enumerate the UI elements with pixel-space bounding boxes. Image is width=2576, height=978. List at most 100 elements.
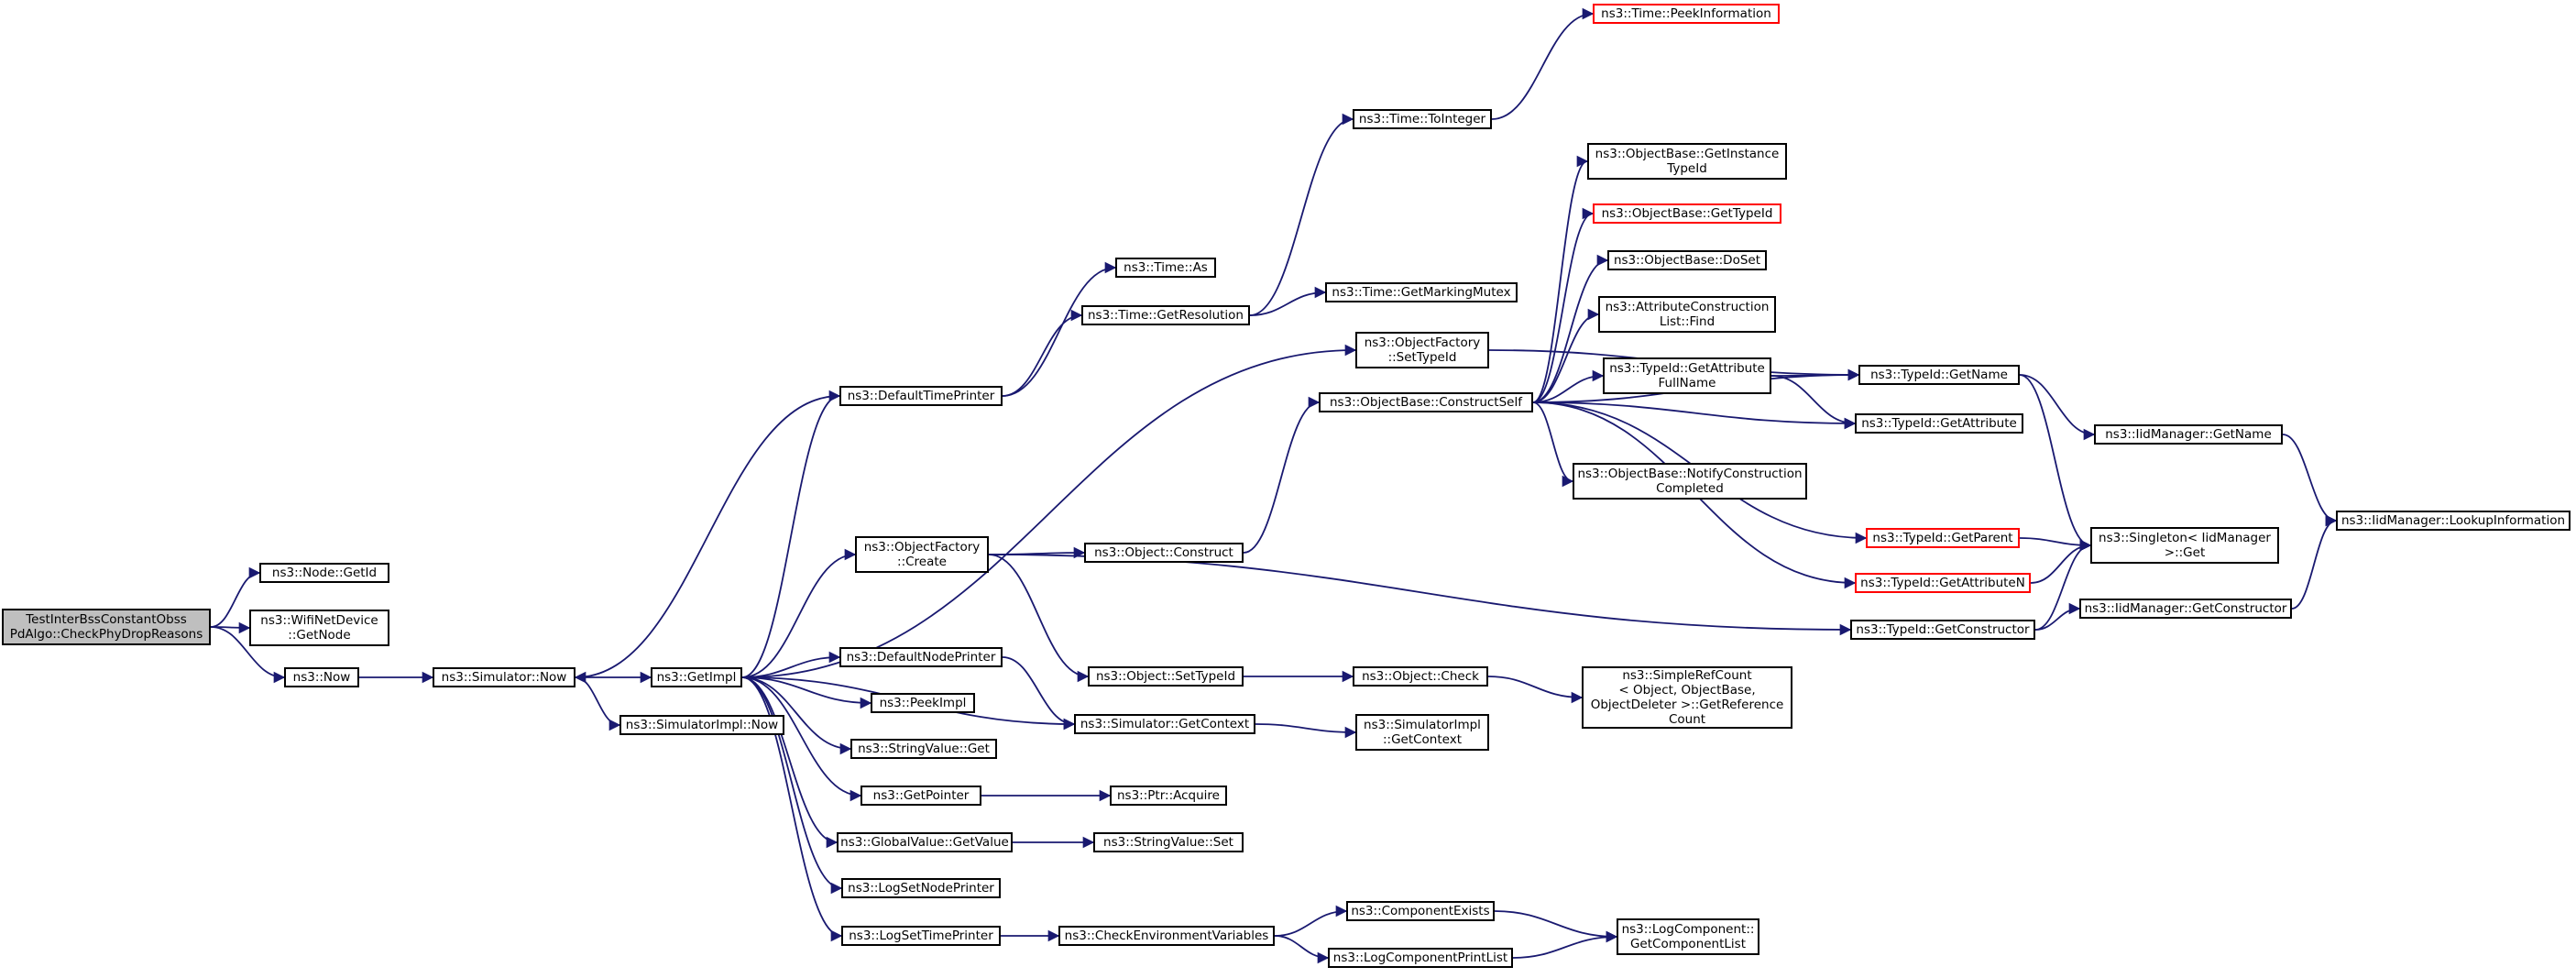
graph-node-ob-get-type-id[interactable]: ns3::ObjectBase::GetTypeId <box>1593 203 1781 224</box>
graph-edge <box>1274 905 1348 937</box>
graph-node-log-set-time-printer[interactable]: ns3::LogSetTimePrinter <box>841 926 1001 946</box>
graph-node-label-line: ns3::IidManager::GetConstructor <box>2084 601 2287 616</box>
graph-node-label-line: ns3::LogSetNodePrinter <box>848 881 994 896</box>
graph-edge <box>1532 401 1574 488</box>
graph-node-label-line: ns3::DefaultTimePrinter <box>847 389 995 403</box>
graph-node-obj-set-type-id[interactable]: ns3::Object::SetTypeId <box>1088 666 1244 687</box>
graph-node-get-pointer[interactable]: ns3::GetPointer <box>860 786 981 806</box>
graph-edge <box>741 344 1357 678</box>
graph-node-label-line: ns3::ObjectBase::NotifyConstruction <box>1577 467 1803 481</box>
graph-edge <box>2019 374 2092 552</box>
graph-edge <box>2034 602 2081 631</box>
graph-node-label-line: ns3::Node::GetId <box>271 566 378 580</box>
graph-edge <box>741 676 839 849</box>
graph-node-label-line: ns3::Time::As <box>1124 260 1208 275</box>
graph-node-node-get-id[interactable]: ns3::Node::GetId <box>259 563 389 583</box>
graph-node-label-line: ::GetContext <box>1382 732 1463 747</box>
graph-node-def-time-printer[interactable]: ns3::DefaultTimePrinter <box>839 386 1003 406</box>
graph-node-get-impl[interactable]: ns3::GetImpl <box>651 667 742 687</box>
graph-node-peek-info[interactable]: ns3::Time::PeekInformation <box>1593 4 1780 24</box>
graph-node-time-as[interactable]: ns3::Time::As <box>1115 258 1216 278</box>
graph-edge <box>2030 539 2092 584</box>
graph-node-label-line: ns3::ObjectBase::GetTypeId <box>1601 206 1773 221</box>
graph-edge <box>1002 656 1076 731</box>
graph-node-log-set-node-printer[interactable]: ns3::LogSetNodePrinter <box>841 878 1001 898</box>
graph-node-label-line: ns3::LogSetTimePrinter <box>849 929 993 943</box>
graph-node-tid-get-attribute[interactable]: ns3::TypeId::GetAttribute <box>1855 413 2023 434</box>
graph-edge <box>1532 401 1857 430</box>
graph-node-label-line: ns3::WifiNetDevice <box>260 613 378 628</box>
graph-node-label-line: ns3::DefaultNodePrinter <box>846 650 996 665</box>
graph-node-label-line: TestInterBssConstantObss <box>26 612 187 627</box>
graph-node-lookup-info[interactable]: ns3::IidManager::LookupInformation <box>2336 511 2571 531</box>
graph-node-to-integer[interactable]: ns3::Time::ToInteger <box>1353 109 1492 129</box>
graph-node-label-line: ::Create <box>897 555 947 569</box>
graph-node-label-line: ns3::LogComponent:: <box>1621 922 1755 937</box>
graph-node-wifi-get-node[interactable]: ns3::WifiNetDevice::GetNode <box>249 610 389 646</box>
graph-node-label-line: ns3::CheckEnvironmentVariables <box>1064 929 1269 943</box>
graph-node-iid-get-name[interactable]: ns3::IidManager::GetName <box>2094 424 2283 445</box>
graph-node-label-line: List::Find <box>1659 314 1716 329</box>
graph-node-sim-get-context[interactable]: ns3::Simulator::GetContext <box>1074 714 1255 734</box>
graph-node-label-line: FullName <box>1658 376 1716 390</box>
graph-node-label-line: ns3::Singleton< IidManager <box>2099 531 2271 545</box>
graph-node-label-line: Count <box>1668 712 1706 727</box>
graph-node-log-comp-print-list[interactable]: ns3::LogComponentPrintList <box>1328 948 1513 968</box>
graph-node-of-set-type-id[interactable]: ns3::ObjectFactory::SetTypeId <box>1355 332 1489 368</box>
graph-node-label-line: ObjectDeleter >::GetReference <box>1590 698 1784 712</box>
graph-node-tid-get-parent[interactable]: ns3::TypeId::GetParent <box>1866 528 2020 548</box>
graph-node-get-resolution[interactable]: ns3::Time::GetResolution <box>1081 305 1250 325</box>
graph-edge <box>210 566 261 628</box>
graph-node-sim-now[interactable]: ns3::Simulator::Now <box>433 667 575 687</box>
graph-edge <box>1512 930 1618 959</box>
graph-node-label-line: ns3::SimpleRefCount <box>1622 668 1752 683</box>
graph-node-iid-get-constructor[interactable]: ns3::IidManager::GetConstructor <box>2079 599 2292 619</box>
graph-node-label-line: ns3::Time::GetResolution <box>1087 308 1244 323</box>
graph-node-peek-impl[interactable]: ns3::PeekImpl <box>871 693 975 713</box>
graph-node-tid-get-name[interactable]: ns3::TypeId::GetName <box>1858 365 2020 385</box>
graph-node-label-line: ns3::ObjectBase::DoSet <box>1613 253 1761 268</box>
graph-node-check-env-vars[interactable]: ns3::CheckEnvironmentVariables <box>1058 926 1275 946</box>
graph-node-label-line: ns3::TypeId::GetAttribute <box>1861 416 2017 431</box>
graph-edge <box>2019 374 2096 441</box>
graph-edge <box>741 676 843 895</box>
graph-node-sim-impl-get-context[interactable]: ns3::SimulatorImpl::GetContext <box>1355 714 1489 751</box>
graph-node-ptr-acquire[interactable]: ns3::Ptr::Acquire <box>1110 786 1227 806</box>
graph-node-get-component-list[interactable]: ns3::LogComponent::GetComponentList <box>1617 918 1759 955</box>
graph-node-label-line: < Object, ObjectBase, <box>1618 683 1756 698</box>
graph-edge <box>1255 723 1357 739</box>
graph-node-simple-ref-count[interactable]: ns3::SimpleRefCount< Object, ObjectBase,… <box>1582 666 1792 729</box>
graph-node-def-node-printer[interactable]: ns3::DefaultNodePrinter <box>839 647 1003 667</box>
graph-node-sim-impl-now[interactable]: ns3::SimulatorImpl::Now <box>619 715 784 735</box>
graph-edge <box>1274 935 1330 964</box>
graph-edge <box>1249 286 1327 316</box>
graph-edge <box>741 676 872 709</box>
graph-node-marking-mutex[interactable]: ns3::Time::GetMarkingMutex <box>1325 282 1518 302</box>
graph-node-component-exists[interactable]: ns3::ComponentExists <box>1346 901 1495 921</box>
graph-node-construct-self[interactable]: ns3::ObjectBase::ConstructSelf <box>1319 392 1533 412</box>
graph-node-label-line: TypeId <box>1667 161 1707 176</box>
graph-node-label-line: ns3::TypeId::GetName <box>1870 368 2008 382</box>
graph-node-singleton-get[interactable]: ns3::Singleton< IidManager >::Get <box>2090 527 2279 564</box>
graph-node-str-val-set[interactable]: ns3::StringValue::Set <box>1093 832 1244 852</box>
graph-node-obj-check[interactable]: ns3::Object::Check <box>1353 666 1488 687</box>
graph-node-of-create[interactable]: ns3::ObjectFactory::Create <box>855 536 989 573</box>
graph-node-gv-get-value[interactable]: ns3::GlobalValue::GetValue <box>837 832 1013 852</box>
graph-node-tid-get-attribute-n[interactable]: ns3::TypeId::GetAttributeN <box>1855 573 2031 593</box>
graph-node-ob-do-set[interactable]: ns3::ObjectBase::DoSet <box>1607 250 1767 270</box>
graph-edge <box>210 626 286 684</box>
graph-node-label-line: ns3::Object::Check <box>1362 669 1479 684</box>
graph-node-label-line: ns3::GetPointer <box>872 788 970 803</box>
graph-node-tid-get-constructor[interactable]: ns3::TypeId::GetConstructor <box>1850 620 2035 640</box>
graph-node-label-line: ns3::GetImpl <box>656 670 737 685</box>
graph-node-label-line: ns3::StringValue::Get <box>858 742 990 756</box>
graph-node-str-val-get[interactable]: ns3::StringValue::Get <box>850 739 997 759</box>
graph-edge <box>1532 155 1589 403</box>
graph-node-obj-construct[interactable]: ns3::Object::Construct <box>1084 543 1244 563</box>
graph-node-now[interactable]: ns3::Now <box>284 667 359 687</box>
